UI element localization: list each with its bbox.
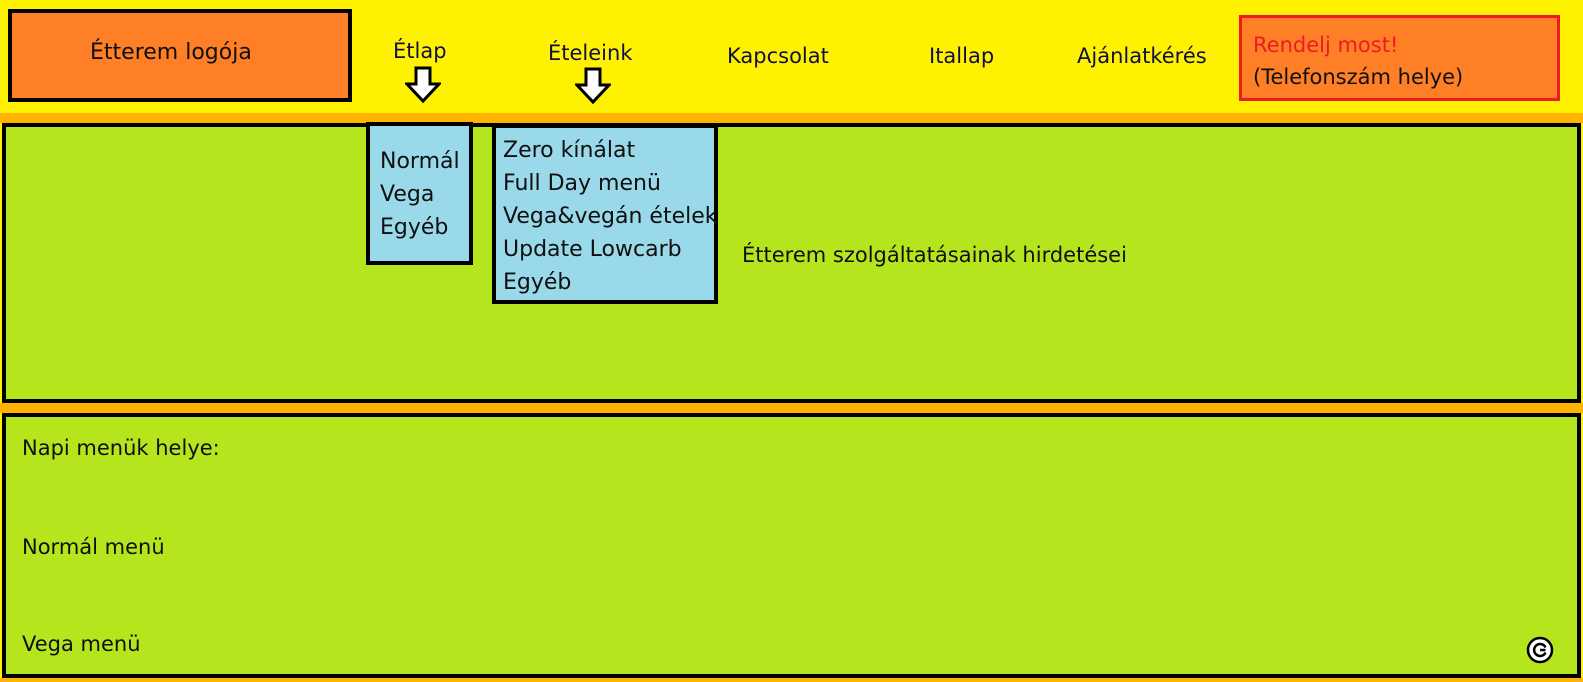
nav-item-etlap[interactable]: Étlap — [393, 39, 447, 63]
copyright-icon — [1526, 636, 1554, 664]
nav-item-itallap[interactable]: Itallap — [929, 44, 995, 68]
eteleink-dropdown: Zero kínálat Full Day menü Vega&vegán ét… — [492, 124, 718, 304]
bottom-separator — [0, 678, 1583, 682]
dropdown-item-zero[interactable]: Zero kínálat — [503, 138, 636, 163]
dropdown-item-egyeb[interactable]: Egyéb — [503, 270, 572, 295]
order-now-label: Rendelj most! — [1253, 33, 1399, 57]
logo-label: Étterem logója — [90, 40, 252, 65]
arrow-down-icon — [575, 67, 611, 105]
nav-item-ajanlatkeres[interactable]: Ajánlatkérés — [1077, 44, 1207, 68]
dropdown-item-vega[interactable]: Vega — [380, 182, 435, 207]
daily-menu-heading: Napi menük helye: — [22, 436, 220, 460]
phone-number-placeholder: (Telefonszám helye) — [1253, 65, 1464, 89]
arrow-down-icon — [405, 66, 441, 104]
logo-placeholder[interactable]: Étterem logója — [8, 9, 352, 102]
dropdown-item-lowcarb[interactable]: Update Lowcarb — [503, 237, 682, 262]
normal-menu-label: Normál menü — [22, 535, 165, 559]
vega-menu-label: Vega menü — [22, 632, 141, 656]
etlap-dropdown: Normál Vega Egyéb — [366, 122, 473, 265]
ads-text: Étterem szolgáltatásainak hirdetései — [742, 243, 1127, 267]
header-separator — [0, 113, 1583, 123]
order-now-button[interactable]: Rendelj most! (Telefonszám helye) — [1239, 15, 1560, 101]
dropdown-item-full-day[interactable]: Full Day menü — [503, 171, 661, 196]
ads-panel — [2, 123, 1581, 403]
dropdown-item-egyeb[interactable]: Egyéb — [380, 215, 449, 240]
dropdown-item-normal[interactable]: Normál — [380, 149, 460, 174]
section-separator — [0, 403, 1583, 413]
nav-item-eteleink[interactable]: Ételeink — [548, 41, 633, 65]
daily-menu-panel — [2, 413, 1581, 678]
nav-item-kapcsolat[interactable]: Kapcsolat — [727, 44, 829, 68]
dropdown-item-vega-vegan[interactable]: Vega&vegán ételek — [503, 204, 718, 229]
